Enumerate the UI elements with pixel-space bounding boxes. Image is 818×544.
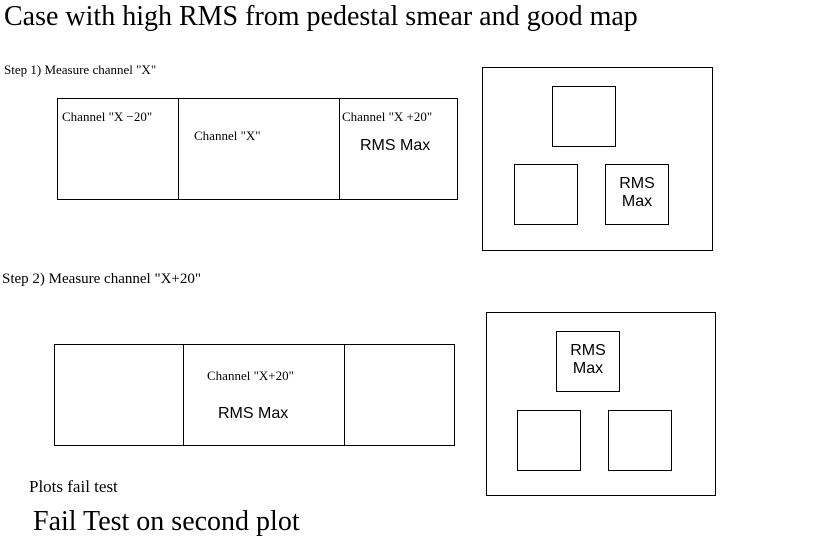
step1-map-rms-line1: RMS	[619, 175, 655, 192]
step2-channel-strip: Channel "X+20" RMS Max	[54, 344, 455, 446]
step1-map: RMS Max	[482, 67, 713, 251]
step1-divider-2	[339, 99, 340, 199]
step1-channel-x-minus-20: Channel "X −20"	[62, 109, 153, 124]
step2-divider-1	[183, 345, 184, 445]
step2-divider-2	[344, 345, 345, 445]
step1-label: Step 1) Measure channel "X"	[4, 62, 157, 77]
step2-map-rms-line1: RMS	[570, 342, 606, 359]
step1-channel-x-plus-20: Channel "X +20"	[342, 109, 433, 124]
page-title: Case with high RMS from pedestal smear a…	[4, 1, 638, 32]
step2-map: RMS Max	[486, 312, 716, 496]
step2-map-rms-line2: Max	[572, 360, 604, 378]
plots-fail-text: Plots fail test	[29, 477, 118, 496]
step2-rms-max: RMS Max	[218, 405, 289, 422]
step1-map-top-cell	[552, 86, 616, 147]
step1-channel-x: Channel "X"	[194, 128, 261, 143]
step2-map-right-cell	[608, 410, 672, 471]
step1-divider-1	[178, 99, 179, 199]
fail-test-second-plot: Fail Test on second plot	[33, 506, 300, 537]
step2-map-top-cell: RMS Max	[556, 331, 620, 392]
step2-channel-x-plus-20: Channel "X+20"	[207, 368, 294, 383]
step1-rms-max: RMS Max	[360, 137, 431, 154]
step1-map-left-cell	[514, 164, 578, 225]
step2-map-left-cell	[517, 410, 581, 471]
step2-label: Step 2) Measure channel "X+20"	[2, 271, 201, 287]
step1-map-right-cell: RMS Max	[605, 164, 669, 225]
step1-channel-strip: Channel "X −20" Channel "X" Channel "X +…	[57, 98, 458, 200]
step1-map-rms-line2: Max	[621, 193, 653, 211]
